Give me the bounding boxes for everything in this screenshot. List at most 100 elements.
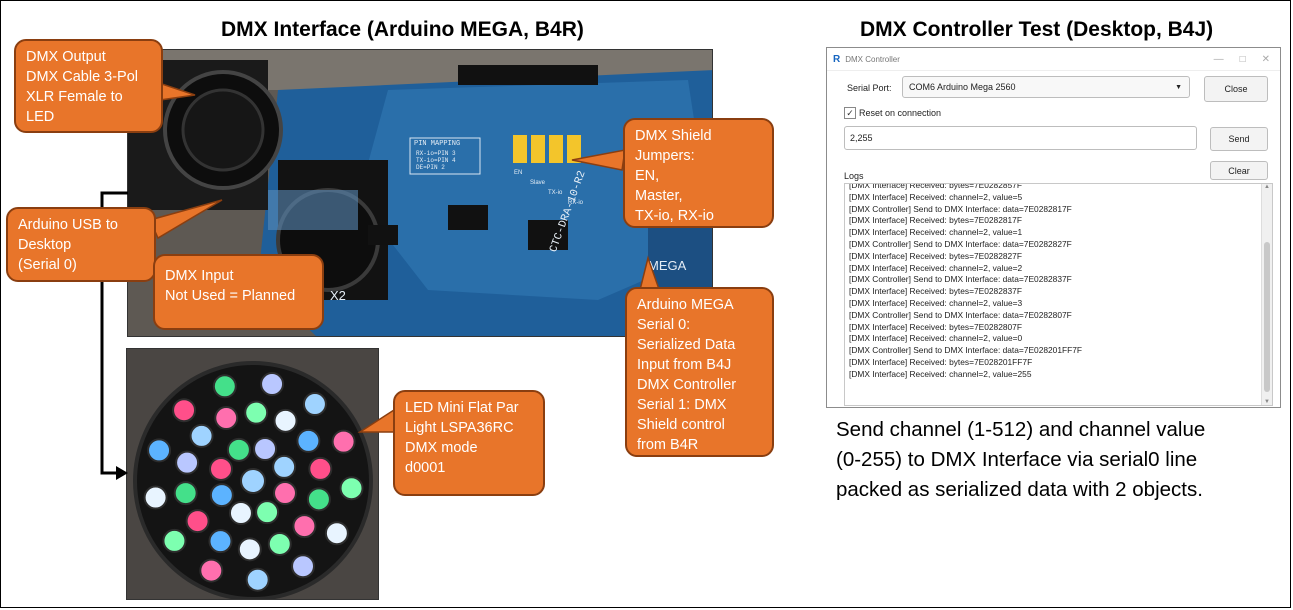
led-bead [260, 372, 285, 397]
jumper-label-rx: RX-io [568, 200, 584, 206]
description-text: Send channel (1-512) and channel value (… [836, 418, 1206, 501]
led-bead [172, 398, 197, 423]
led-bead [208, 456, 233, 481]
chevron-down-icon: ▼ [1175, 83, 1182, 91]
callout-dmx-shield: DMX Shield Jumpers: EN, Master, TX-io, R… [623, 118, 774, 228]
led-bead [291, 554, 316, 579]
logs-label: Logs [844, 171, 864, 181]
led-par-illustration [127, 349, 378, 599]
jumper-label-slave: Slave [530, 180, 546, 186]
log-line: [DMX Interface] Received: channel=2, val… [849, 297, 1023, 308]
led-bead [308, 456, 333, 481]
callout-arduino-mega: Arduino MEGA Serial 0: Serialized Data I… [625, 287, 774, 457]
led-bead [175, 450, 200, 475]
app-logo-icon: R [833, 53, 841, 65]
left-title: DMX Interface (Arduino MEGA, B4R) [221, 18, 584, 41]
mega-label: MEGA [648, 258, 687, 273]
close-button[interactable]: Close [1204, 76, 1268, 102]
channel-value-text: 2,255 [850, 133, 873, 143]
led-bead [147, 438, 172, 463]
led-bead [272, 454, 297, 479]
led-par-photo [126, 348, 379, 600]
reset-label: Reset on connection [859, 108, 942, 118]
serial-port-value: COM6 Arduino Mega 2560 [909, 82, 1016, 92]
led-bead [189, 423, 214, 448]
log-line: [DMX Interface] Received: bytes=7E028285… [849, 183, 1022, 190]
led-bead [273, 481, 298, 506]
arduino-board-illustration [128, 50, 712, 336]
log-scrollbar-thumb[interactable] [1264, 242, 1270, 392]
close-button-label: Close [1224, 84, 1248, 94]
dmx-controller-window: R DMX Controller — □ ✕ Serial Port: COM6… [826, 47, 1281, 408]
log-line: [DMX Interface] Received: channel=2, val… [849, 333, 1023, 344]
led-bead [173, 481, 198, 506]
callout-dmx-output: DMX Output DMX Cable 3-Pol XLR Female to… [14, 39, 163, 133]
send-button-label: Send [1228, 134, 1250, 144]
log-lines: [DMX Interface] Received: bytes=7E028285… [845, 183, 1260, 381]
callout-dmx-input: DMX Input Not Used = Planned [153, 254, 324, 330]
channel-value-input[interactable]: 2,255 [844, 126, 1197, 150]
led-bead [199, 558, 224, 583]
clear-button-label: Clear [1228, 165, 1250, 176]
window-titlebar: R DMX Controller — □ ✕ [827, 48, 1280, 71]
log-line: [DMX Controller] Send to DMX Interface: … [849, 345, 1082, 356]
led-bead [306, 487, 331, 512]
led-bead [292, 514, 317, 539]
x2-label: X2 [330, 288, 346, 303]
log-line: [DMX Interface] Received: bytes=7E028283… [849, 286, 1022, 297]
led-bead [226, 437, 251, 462]
led-bead [214, 406, 239, 431]
led-bead [209, 483, 234, 508]
scroll-down-icon[interactable]: ▼ [1264, 399, 1270, 405]
close-icon[interactable]: ✕ [1261, 53, 1270, 65]
led-bead [228, 501, 253, 526]
led-bead [212, 374, 237, 399]
led-bead [143, 485, 168, 510]
led-bead [302, 392, 327, 417]
led-bead [339, 476, 364, 501]
log-line: [DMX Interface] Received: bytes=7E028282… [849, 250, 1022, 261]
led-bead [255, 500, 280, 525]
clear-button[interactable]: Clear [1210, 161, 1268, 180]
serial-port-select[interactable]: COM6 Arduino Mega 2560 ▼ [902, 76, 1190, 98]
jumper-label-en: EN [514, 170, 523, 176]
maximize-icon[interactable]: □ [1239, 53, 1246, 65]
log-scrollbar[interactable]: ▲ ▼ [1261, 184, 1272, 405]
pin-mapping-values: RX-io=PIN 3 TX-io=PIN 4 DE=PIN 2 [416, 150, 456, 171]
log-line: [DMX Interface] Received: channel=2, val… [849, 262, 1023, 273]
reset-checkbox[interactable]: ✓ [844, 107, 856, 119]
led-bead [331, 429, 356, 454]
log-line: [DMX Interface] Received: bytes=7E028281… [849, 215, 1022, 226]
led-bead [240, 468, 266, 494]
right-title: DMX Controller Test (Desktop, B4J) [860, 18, 1214, 41]
logs-list[interactable]: [DMX Interface] Received: bytes=7E028285… [844, 183, 1273, 406]
callout-arduino-usb: Arduino USB to Desktop (Serial 0) [6, 207, 156, 282]
led-bead [208, 529, 233, 554]
led-bead [185, 509, 210, 534]
led-bead [273, 408, 298, 433]
led-bead [162, 528, 187, 553]
log-line: [DMX Interface] Received: channel=2, val… [849, 227, 1023, 238]
scroll-up-icon[interactable]: ▲ [1264, 184, 1270, 190]
log-line: [DMX Controller] Send to DMX Interface: … [849, 309, 1072, 320]
led-bead [296, 428, 321, 453]
led-bead [237, 537, 262, 562]
log-line: [DMX Interface] Received: bytes=7E028201… [849, 356, 1033, 367]
log-line: [DMX Interface] Received: channel=2, val… [849, 191, 1023, 202]
callout-led-par: LED Mini Flat Par Light LSPA36RC DMX mod… [393, 390, 545, 496]
log-line: [DMX Interface] Received: bytes=7E028280… [849, 321, 1022, 332]
log-line: [DMX Controller] Send to DMX Interface: … [849, 238, 1072, 249]
log-line: [DMX Interface] Received: channel=2, val… [849, 368, 1032, 379]
pin-mapping-label: PIN MAPPING [414, 140, 461, 148]
led-bead [244, 400, 269, 425]
led-bead [253, 436, 278, 461]
log-line: [DMX Controller] Send to DMX Interface: … [849, 203, 1072, 214]
jumper-label-tx: TX-io [548, 190, 563, 196]
send-button[interactable]: Send [1210, 127, 1268, 151]
log-line: [DMX Controller] Send to DMX Interface: … [849, 274, 1072, 285]
led-bead [267, 531, 292, 556]
led-bead [324, 521, 349, 546]
minimize-icon[interactable]: — [1213, 53, 1224, 65]
serial-port-label: Serial Port: [847, 83, 892, 93]
